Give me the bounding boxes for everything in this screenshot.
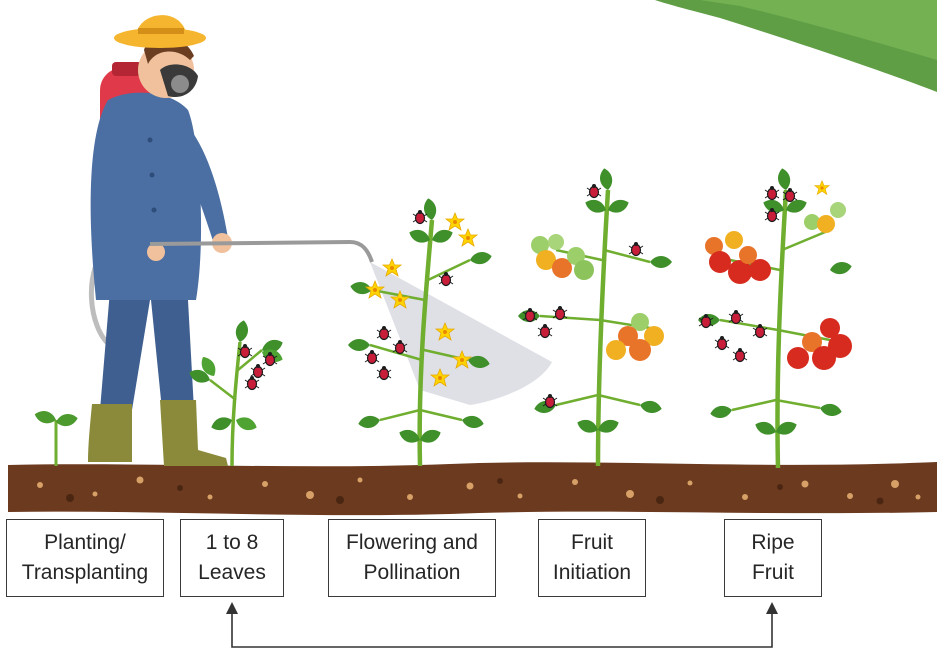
stage-flowering-label: Flowering and Pollination	[346, 528, 478, 588]
stage-flowering-box: Flowering and Pollination	[328, 519, 496, 597]
aphid-pest-icon	[715, 336, 729, 350]
stage-ripe-fruit-box: Ripe Fruit	[724, 519, 822, 597]
arrowhead-left-icon	[226, 602, 238, 614]
aphid-pest-icon	[377, 366, 391, 380]
fruit-initiation-plant	[518, 167, 672, 466]
aphid-pest-icon	[587, 184, 601, 198]
ripe-fruit-plant	[698, 167, 853, 468]
aphid-pest-icon	[765, 186, 779, 200]
stage-fruit-initiation-box: Fruit Initiation	[538, 519, 646, 597]
soil-strip	[8, 462, 937, 515]
aphid-pest-icon	[377, 326, 391, 340]
aphid-pest-icon	[733, 348, 747, 362]
yellow-flower-icon	[446, 213, 464, 230]
arrowhead-right-icon	[766, 602, 778, 614]
stage-leaves-label: 1 to 8 Leaves	[198, 528, 266, 588]
tomato-cluster-upper	[531, 234, 594, 280]
aphid-pest-icon	[365, 350, 379, 364]
aphid-pest-icon	[538, 324, 552, 338]
yellow-flower-icon	[459, 229, 477, 246]
ripe-tomato-cluster-lower	[787, 318, 852, 370]
stage-planting-box: Planting/ Transplanting	[6, 519, 164, 597]
aphid-pest-icon	[245, 376, 259, 390]
seedling-plant	[33, 409, 79, 466]
aphid-pest-icon	[251, 364, 265, 378]
farmer-spraying-icon	[88, 15, 372, 466]
tomato-cluster-lower	[606, 313, 664, 361]
stage-leaves-box: 1 to 8 Leaves	[180, 519, 284, 597]
range-connector-arrow	[232, 612, 772, 647]
aphid-pest-icon	[629, 242, 643, 256]
spray-mist	[370, 262, 552, 405]
stage-fruit-initiation-label: Fruit Initiation	[553, 528, 631, 588]
stage-ripe-fruit-label: Ripe Fruit	[751, 528, 794, 588]
stage-planting-label: Planting/ Transplanting	[22, 528, 148, 588]
yellow-flower-icon	[815, 181, 829, 195]
young-plant	[187, 319, 284, 466]
